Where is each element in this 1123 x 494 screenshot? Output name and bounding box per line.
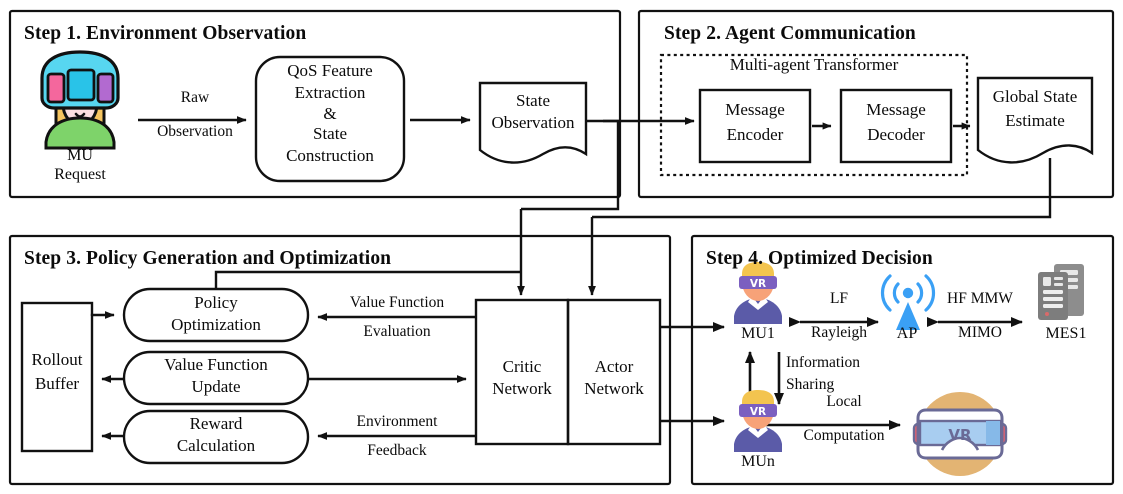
vr-user-head-icon-mu1: VR [734,262,782,324]
step2-panel [637,9,1115,199]
state-observation-node [478,81,588,164]
vr-goggles-icon: VR [912,392,1008,476]
antenna-icon [880,274,936,330]
message-encoder-node [698,88,812,164]
critic-network-node [474,298,570,446]
svg-text:VR: VR [750,278,766,290]
value-function-update-node [122,350,310,406]
multi-agent-transformer-group [659,53,969,177]
step4-panel [690,234,1115,486]
step1-panel [8,9,622,199]
gse-down-routing-line [592,158,1052,219]
rollout-to-policy-arrow [90,311,115,319]
actor-network-node [566,298,662,446]
vr-user-avatar-icon [40,50,120,150]
policy-optimization-node [122,287,310,343]
message-decoder-node [839,88,953,164]
policy-to-critic-feedback-line [214,270,521,289]
qos-feature-extraction-node [254,55,406,183]
svg-text:VR: VR [750,406,766,418]
global-state-estimate-node [976,76,1094,164]
reward-calculation-node [122,409,310,465]
rollout-buffer-node [20,301,94,453]
server-stack-icon [1038,264,1084,320]
svg-text:VR: VR [948,426,972,444]
step3-panel [8,234,672,486]
state-to-critic-routing-line [521,119,620,211]
vr-user-head-icon-mun: VR [734,390,782,452]
